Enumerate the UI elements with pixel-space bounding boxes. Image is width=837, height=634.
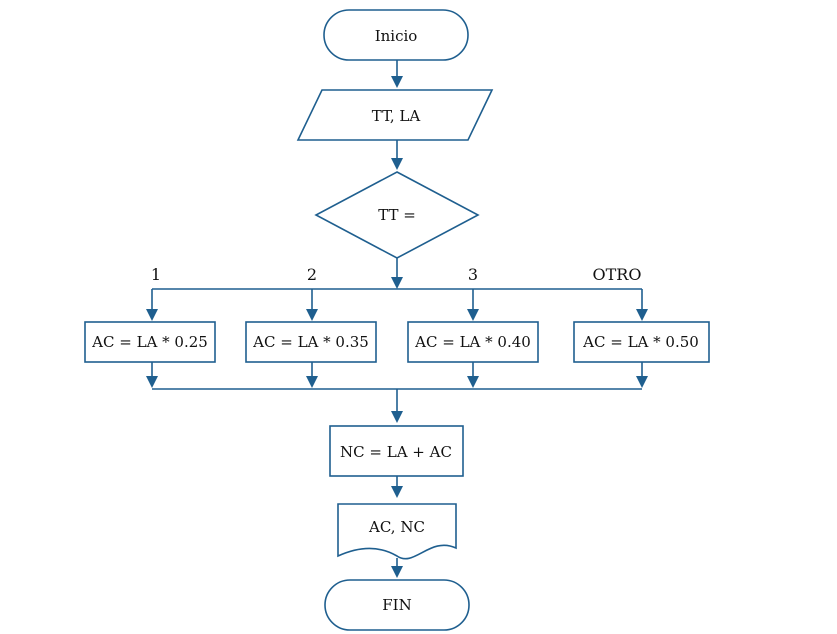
decision-block: TT = <box>314 171 480 259</box>
arrowhead <box>391 411 403 423</box>
process-label: AC = LA * 0.40 <box>414 333 531 351</box>
process-net: NC = LA + AC <box>329 425 464 477</box>
case-label-otro: OTRO <box>593 265 642 284</box>
start-shape <box>323 9 469 61</box>
end-shape <box>324 579 470 631</box>
arrowhead <box>306 309 318 321</box>
end-label: FIN <box>382 596 411 614</box>
input-label: TT, LA <box>372 107 421 125</box>
decision-label: TT = <box>378 206 416 224</box>
arrowhead <box>391 566 403 578</box>
process-shape <box>407 321 539 363</box>
process-case-2: AC = LA * 0.35 <box>245 321 377 363</box>
process-shape <box>329 425 464 477</box>
arrowhead <box>391 76 403 88</box>
arrowhead <box>146 376 158 388</box>
process-label: AC = LA * 0.25 <box>91 333 208 351</box>
output-document: AC, NC <box>337 503 457 560</box>
input-shape <box>296 89 494 141</box>
start-label: Inicio <box>375 27 418 45</box>
arrowhead <box>146 309 158 321</box>
process-label: NC = LA + AC <box>340 443 452 461</box>
arrowhead <box>391 486 403 498</box>
case-label-3: 3 <box>468 265 478 284</box>
output-label: AC, NC <box>368 518 425 536</box>
start-terminal: Inicio <box>323 9 469 61</box>
arrowhead <box>636 309 648 321</box>
process-case-otro: AC = LA * 0.50 <box>573 321 710 363</box>
arrowhead <box>306 376 318 388</box>
arrowhead <box>636 376 648 388</box>
arrowhead <box>467 376 479 388</box>
arrowhead <box>467 309 479 321</box>
input-block: TT, LA <box>296 89 494 141</box>
process-case-3: AC = LA * 0.40 <box>407 321 539 363</box>
arrowhead <box>391 158 403 170</box>
process-label: AC = LA * 0.50 <box>582 333 699 351</box>
process-case-1: AC = LA * 0.25 <box>84 321 216 363</box>
process-label: AC = LA * 0.35 <box>252 333 369 351</box>
case-label-1: 1 <box>151 265 161 284</box>
end-terminal: FIN <box>324 579 470 631</box>
document-shape <box>337 503 457 560</box>
case-label-2: 2 <box>307 265 317 284</box>
process-shape <box>84 321 216 363</box>
process-shape <box>245 321 377 363</box>
arrowhead <box>391 277 403 289</box>
